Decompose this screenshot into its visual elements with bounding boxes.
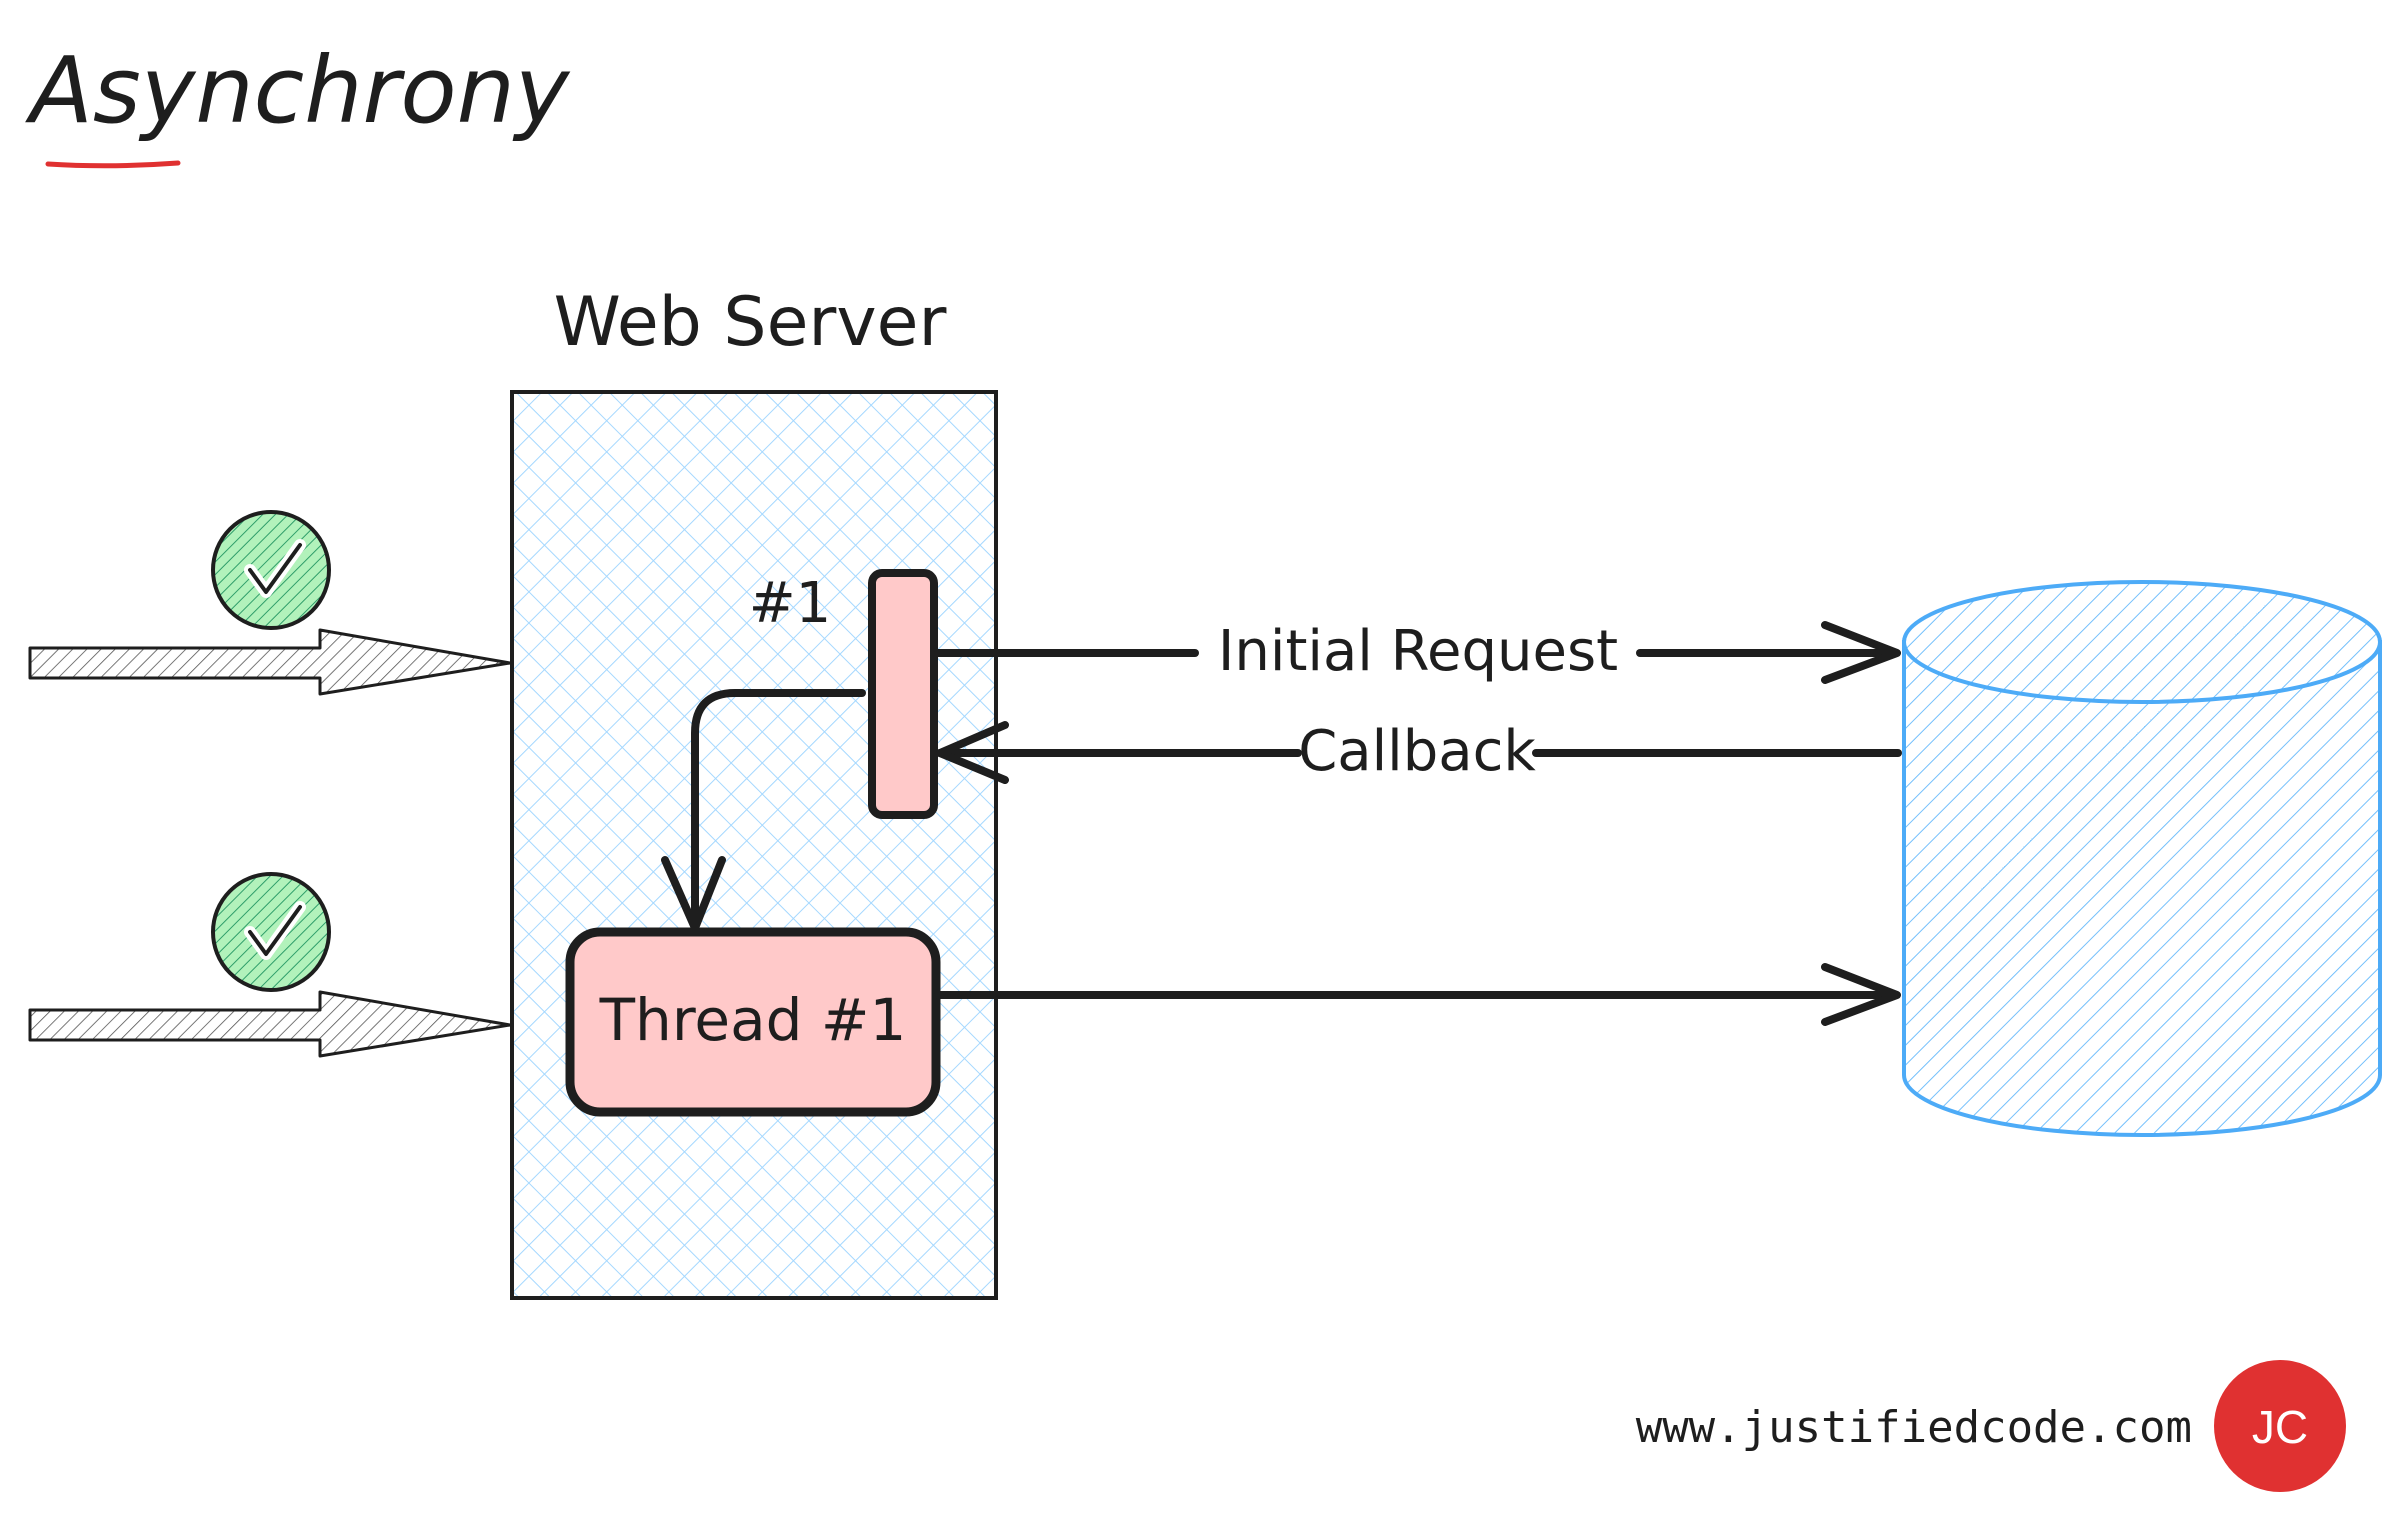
handoff-arrow — [691, 689, 866, 929]
callback-label: Callback — [1298, 719, 1536, 784]
thread-box — [565, 927, 941, 1117]
callback-arrow — [936, 721, 1902, 784]
initial-request-arrow — [934, 621, 1901, 684]
incoming-request-arrow-2 — [28, 990, 512, 1058]
thread-to-database-arrow — [934, 963, 1901, 1026]
check-circle-icon — [211, 510, 331, 630]
jc-logo-text: JC — [2252, 1401, 2308, 1453]
web-server-box — [510, 390, 998, 1300]
footer-url[interactable]: www.justifiedcode.com — [1636, 1402, 2192, 1453]
thread-label: Thread #1 — [599, 986, 907, 1054]
check-circle-icon — [211, 872, 331, 992]
initial-request-label: Initial Request — [1218, 619, 1618, 684]
title-underline — [45, 160, 181, 169]
jc-logo — [2214, 1360, 2346, 1492]
page-title: Asynchrony — [25, 37, 571, 144]
incoming-request-arrow-1 — [28, 628, 512, 696]
request-slot — [868, 569, 938, 819]
database-cylinder-icon — [1902, 580, 2382, 1137]
server-label: Web Server — [554, 283, 947, 362]
slot-label: #1 — [749, 571, 832, 636]
